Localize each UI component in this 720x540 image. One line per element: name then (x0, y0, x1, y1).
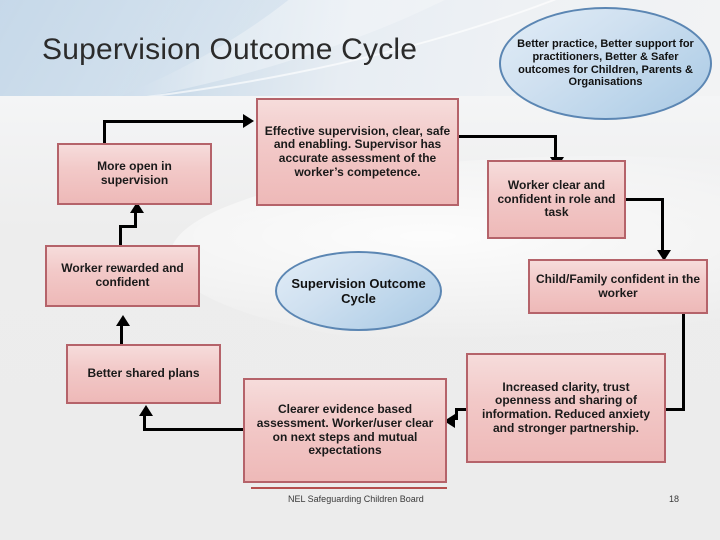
child-family-box: Child/Family confident in the worker (528, 259, 708, 314)
connector-effective-to-workerclear-vertical (554, 135, 557, 159)
clearer-evidence-label: Clearer evidence based assessment. Worke… (256, 402, 434, 458)
footer-page-number: 18 (669, 494, 680, 504)
more-open-label: More open in supervision (97, 159, 172, 187)
more-open-box: More open in supervision (57, 143, 212, 205)
connector-rewarded-to-open-jog (119, 225, 137, 228)
connector-workerclear-to-childfamily-horizontal (626, 198, 664, 201)
connector-more-open-to-effective-vertical (103, 120, 106, 145)
arrow-into-clearer-evidence (444, 414, 455, 428)
worker-rewarded-box: Worker rewarded and confident (45, 245, 200, 307)
connector-clarity-to-evidence-vertical (455, 408, 458, 420)
increased-clarity-label: Increased clarity, trust openness and sh… (481, 379, 651, 435)
effective-supervision-label: Effective supervision, clear, safe and e… (264, 123, 451, 179)
arrow-into-effective-supervision (243, 114, 254, 128)
worker-rewarded-label: Worker rewarded and confident (61, 261, 184, 289)
arrow-into-worker-rewarded (116, 315, 130, 326)
arrow-into-more-open (130, 202, 144, 213)
centre-oval: Supervision Outcome Cycle (275, 251, 442, 331)
connector-rewarded-to-open-lower-vertical (119, 225, 122, 247)
increased-clarity-box: Increased clarity, trust openness and sh… (466, 353, 666, 463)
connector-workerclear-to-childfamily-vertical (661, 198, 664, 253)
connector-plans-to-rewarded-vertical (120, 325, 123, 347)
better-shared-plans-label: Better shared plans (87, 366, 200, 381)
outcome-oval-label: Better practice, Better support for prac… (517, 38, 694, 89)
footer-organisation: NEL Safeguarding Children Board (288, 494, 424, 504)
arrow-into-child-family (657, 250, 671, 261)
effective-supervision-box: Effective supervision, clear, safe and e… (256, 98, 459, 206)
child-family-label: Child/Family confident in the worker (535, 271, 700, 300)
better-shared-plans-box: Better shared plans (66, 344, 221, 404)
outcome-oval: Better practice, Better support for prac… (499, 7, 712, 120)
connector-rewarded-to-open-upper-vertical (134, 212, 137, 228)
connector-evidence-to-plans-horizontal (143, 428, 248, 431)
connector-evidence-to-plans-vertical (143, 415, 146, 431)
centre-oval-label: Supervision Outcome Cycle (291, 275, 426, 306)
footer-divider (251, 487, 447, 489)
connector-more-open-to-effective-horizontal (103, 120, 247, 123)
connector-effective-to-workerclear-horizontal (459, 135, 557, 138)
clearer-evidence-box: Clearer evidence based assessment. Worke… (243, 378, 447, 483)
page-title: Supervision Outcome Cycle (42, 33, 418, 66)
worker-clear-label: Worker clear and confident in role and t… (497, 177, 616, 220)
worker-clear-box: Worker clear and confident in role and t… (487, 160, 626, 239)
connector-childfamily-to-clarity-vertical (682, 313, 685, 411)
connector-childfamily-to-clarity-horizontal (664, 408, 685, 411)
arrow-into-better-shared-plans (139, 405, 153, 416)
